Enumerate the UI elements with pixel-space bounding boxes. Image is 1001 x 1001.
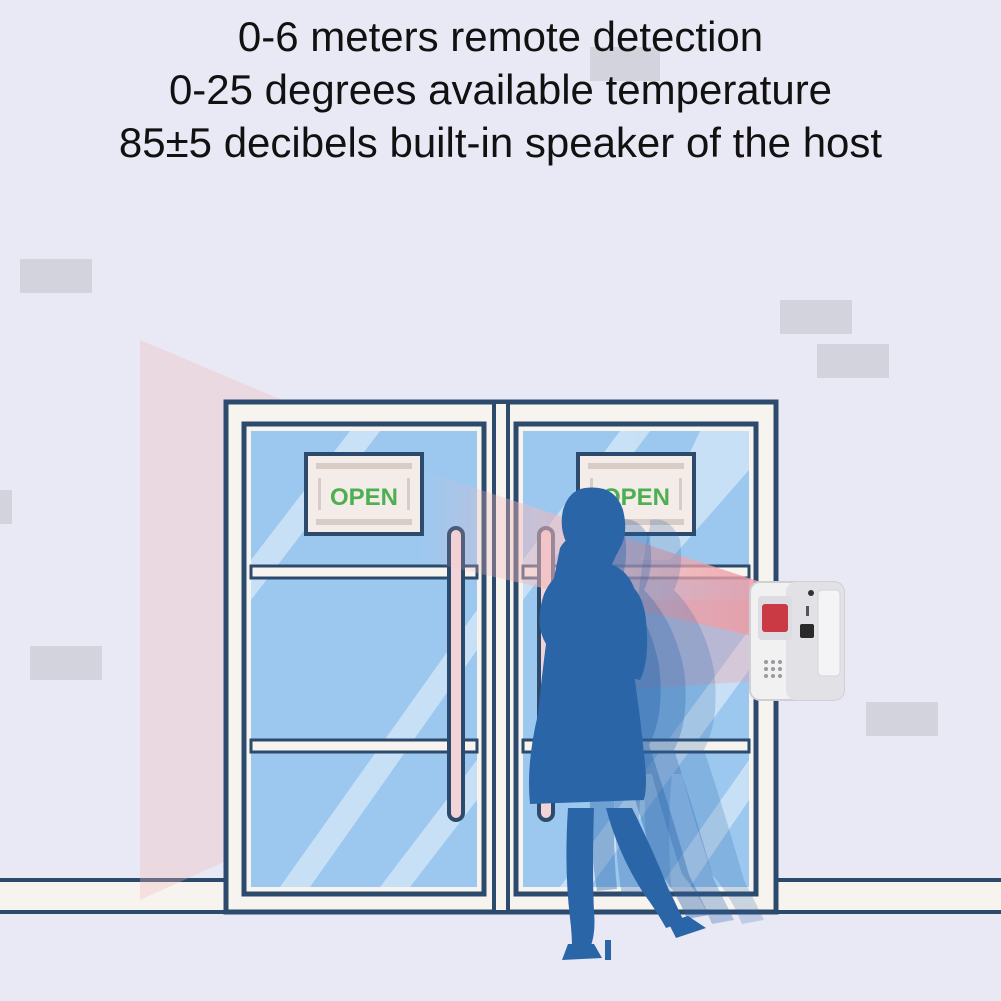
headline-line-detection-range: 0-6 meters remote detection <box>237 13 764 60</box>
speaker-grille-icon <box>764 660 782 678</box>
sensor-beam-lower <box>620 600 770 690</box>
brick <box>590 47 660 81</box>
headline: 0-6 meters remote detection 0-25 degrees… <box>0 10 1001 169</box>
pir-sensor-device <box>749 581 845 701</box>
brick <box>866 702 938 736</box>
wall-bricks <box>0 47 938 736</box>
brand-logo-icon <box>808 590 814 596</box>
brick <box>30 646 102 680</box>
headline-line-temperature: 0-25 degrees available temperature <box>168 66 833 113</box>
left-door-handle <box>447 526 465 822</box>
power-jack-icon <box>800 624 814 638</box>
brick <box>20 259 92 293</box>
brick <box>0 490 12 524</box>
headline-line-speaker: 85±5 decibels built-in speaker of the ho… <box>118 119 883 166</box>
brick <box>780 300 852 334</box>
brick <box>817 344 889 378</box>
open-sign-left-text: OPEN <box>330 484 398 511</box>
woman-silhouette <box>529 487 706 960</box>
open-sign-left: OPEN <box>304 452 424 536</box>
